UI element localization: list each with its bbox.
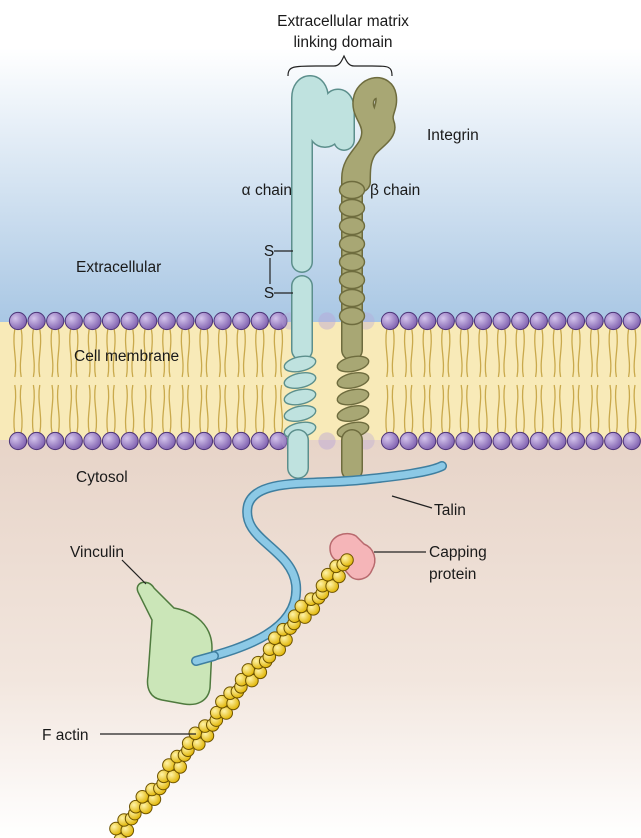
lipid-head	[233, 312, 250, 329]
beta-domain-bump	[340, 254, 365, 271]
lipid-head	[381, 432, 398, 449]
beta-domain-bump	[340, 308, 365, 325]
lipid-head	[512, 312, 529, 329]
lipid-head	[512, 432, 529, 449]
f-actin-label: F actin	[42, 727, 89, 744]
cell-membrane-label: Cell membrane	[74, 348, 179, 365]
lipid-head	[84, 432, 101, 449]
lipid-head	[9, 432, 26, 449]
lipid-head	[381, 312, 398, 329]
lipid-head	[530, 432, 547, 449]
lipid-head	[437, 432, 454, 449]
lipid-head	[318, 312, 335, 329]
beta-domain-bump	[340, 290, 365, 307]
lipid-head	[549, 312, 566, 329]
cytosol-label: Cytosol	[76, 469, 128, 486]
lipid-head	[493, 312, 510, 329]
vinculin-label: Vinculin	[70, 544, 124, 561]
lipid-head	[65, 432, 82, 449]
integrin-label: Integrin	[427, 127, 479, 144]
lipid-head	[28, 432, 45, 449]
lipid-head	[456, 312, 473, 329]
lipid-head	[567, 432, 584, 449]
lipid-head	[121, 312, 138, 329]
lipid-head	[549, 432, 566, 449]
lipid-head	[623, 312, 640, 329]
lipid-head	[214, 432, 231, 449]
lipid-head	[456, 432, 473, 449]
beta-domain-bump	[340, 272, 365, 289]
beta-chain-label: β chain	[370, 182, 420, 199]
lipid-head	[400, 432, 417, 449]
lipid-head	[251, 312, 268, 329]
lipid-head	[318, 432, 335, 449]
lipid-head	[586, 432, 603, 449]
extracellular-label: Extracellular	[76, 259, 161, 276]
lipid-head	[474, 312, 491, 329]
lipid-head	[9, 312, 26, 329]
beta-domain-bump	[340, 236, 365, 253]
lipid-head	[84, 312, 101, 329]
actin-monomer	[341, 554, 354, 567]
lipid-head	[47, 312, 64, 329]
lipid-head	[158, 432, 175, 449]
lipid-head	[419, 432, 436, 449]
lipid-head	[28, 312, 45, 329]
lipid-head	[474, 432, 491, 449]
lipid-head	[567, 312, 584, 329]
lipid-head	[140, 432, 157, 449]
talin-label: Talin	[434, 502, 466, 519]
lipid-head	[121, 432, 138, 449]
alpha-chain-label: α chain	[242, 182, 292, 199]
lipid-head	[102, 312, 119, 329]
beta-domain-bump	[340, 182, 365, 199]
beta-chain-helix	[336, 354, 370, 441]
lipid-head	[493, 432, 510, 449]
lipid-head	[530, 312, 547, 329]
lipid-head	[251, 432, 268, 449]
cytosol-region	[0, 440, 641, 838]
lipid-head	[586, 312, 603, 329]
lipid-head	[140, 312, 157, 329]
lipid-head	[233, 432, 250, 449]
lipid-head	[195, 312, 212, 329]
lipid-head	[605, 312, 622, 329]
beta-domain-bump	[340, 200, 365, 217]
lipid-head	[177, 432, 194, 449]
lipid-head	[47, 432, 64, 449]
alpha-chain-helix	[283, 354, 317, 441]
disulfide-s-lower: S	[264, 285, 274, 302]
lipid-head	[195, 432, 212, 449]
ecm-domain-label-line2: linking domain	[293, 34, 392, 51]
beta-domain-bump	[340, 218, 365, 235]
capping-protein-label-line2: protein	[429, 566, 476, 583]
disulfide-s-upper: S	[264, 243, 274, 260]
lipid-head	[102, 432, 119, 449]
lipid-head	[65, 312, 82, 329]
lipid-head	[400, 312, 417, 329]
lipid-head	[419, 312, 436, 329]
lipid-head	[158, 312, 175, 329]
lipid-head	[605, 432, 622, 449]
ecm-domain-label-line1: Extracellular matrix	[277, 13, 409, 30]
lipid-head	[177, 312, 194, 329]
lipid-head	[437, 312, 454, 329]
lipid-head	[214, 312, 231, 329]
lipid-head	[623, 432, 640, 449]
capping-protein-label-line1: Capping	[429, 544, 487, 561]
